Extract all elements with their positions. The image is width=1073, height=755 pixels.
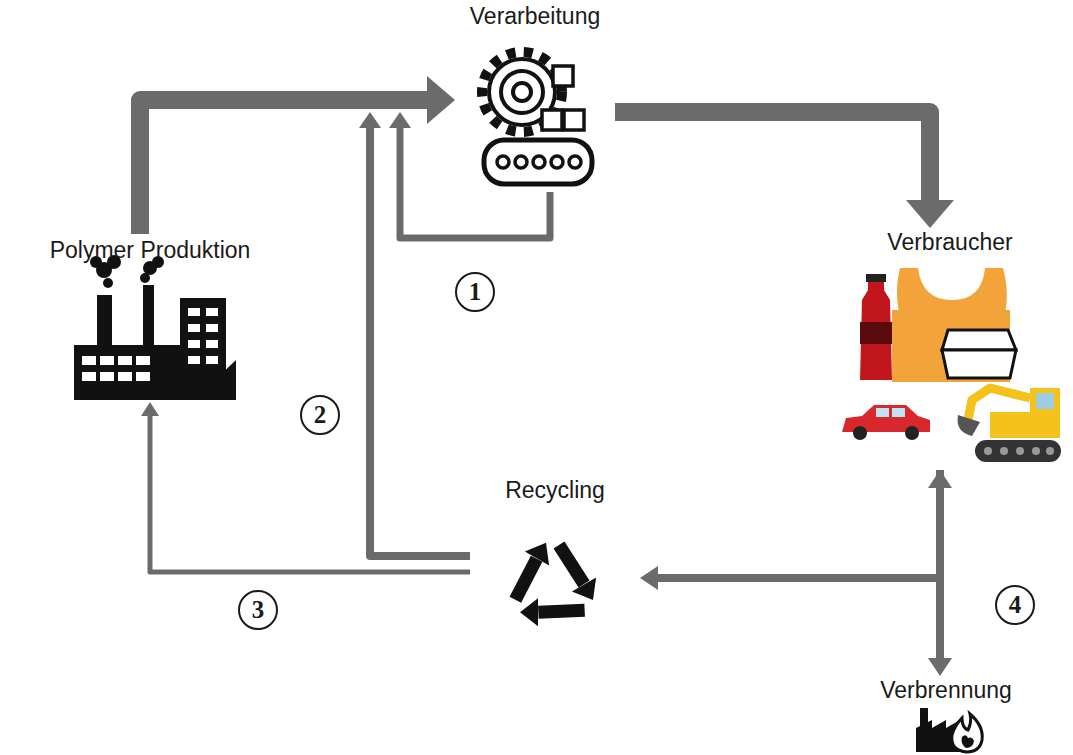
arrow-head bbox=[389, 112, 411, 128]
node-label: Verbraucher bbox=[833, 228, 1067, 256]
callout-number: 3 bbox=[238, 590, 278, 630]
flow-arrow bbox=[140, 76, 455, 234]
flow-arrow bbox=[359, 112, 470, 556]
node-label: Verbrennung bbox=[856, 676, 1036, 704]
arrow-head bbox=[928, 658, 952, 676]
arrow-head bbox=[427, 76, 455, 124]
flow-arrow bbox=[928, 470, 952, 676]
arrow-line bbox=[150, 416, 470, 572]
callout-number: 1 bbox=[455, 272, 495, 312]
flow-arrow bbox=[640, 470, 940, 590]
gear-icon bbox=[482, 52, 592, 184]
recycling-icon bbox=[497, 540, 596, 642]
arrow-head bbox=[906, 200, 954, 228]
arrow-line bbox=[615, 112, 930, 200]
arrow-head bbox=[928, 470, 952, 488]
arrow-line bbox=[658, 470, 940, 578]
callout-number: 2 bbox=[300, 395, 340, 435]
consumer-node: Verbraucher bbox=[833, 228, 1067, 470]
recycling-node: Recycling bbox=[470, 476, 640, 644]
arrow-head bbox=[640, 566, 658, 590]
node-label: Polymer Produktion bbox=[10, 236, 290, 264]
node-label: Verarbeitung bbox=[455, 2, 615, 30]
source-node: Polymer Produktion bbox=[10, 236, 290, 402]
arrow-line bbox=[140, 100, 427, 234]
incineration-node: Verbrennung bbox=[856, 676, 1036, 754]
node-label: Recycling bbox=[470, 476, 640, 504]
arrow-line bbox=[400, 128, 550, 238]
process-node: Verarbeitung bbox=[455, 2, 615, 192]
arrow-head bbox=[359, 112, 381, 128]
factory-icon bbox=[74, 255, 236, 400]
callout-number: 4 bbox=[995, 585, 1035, 625]
arrow-line bbox=[936, 488, 944, 658]
flow-arrow bbox=[615, 112, 954, 228]
flow-arrow bbox=[389, 112, 550, 238]
incinerator-icon bbox=[916, 708, 982, 752]
arrow-head bbox=[141, 402, 159, 416]
arrow-line bbox=[370, 128, 470, 556]
consumer-products-icon bbox=[842, 268, 1061, 462]
